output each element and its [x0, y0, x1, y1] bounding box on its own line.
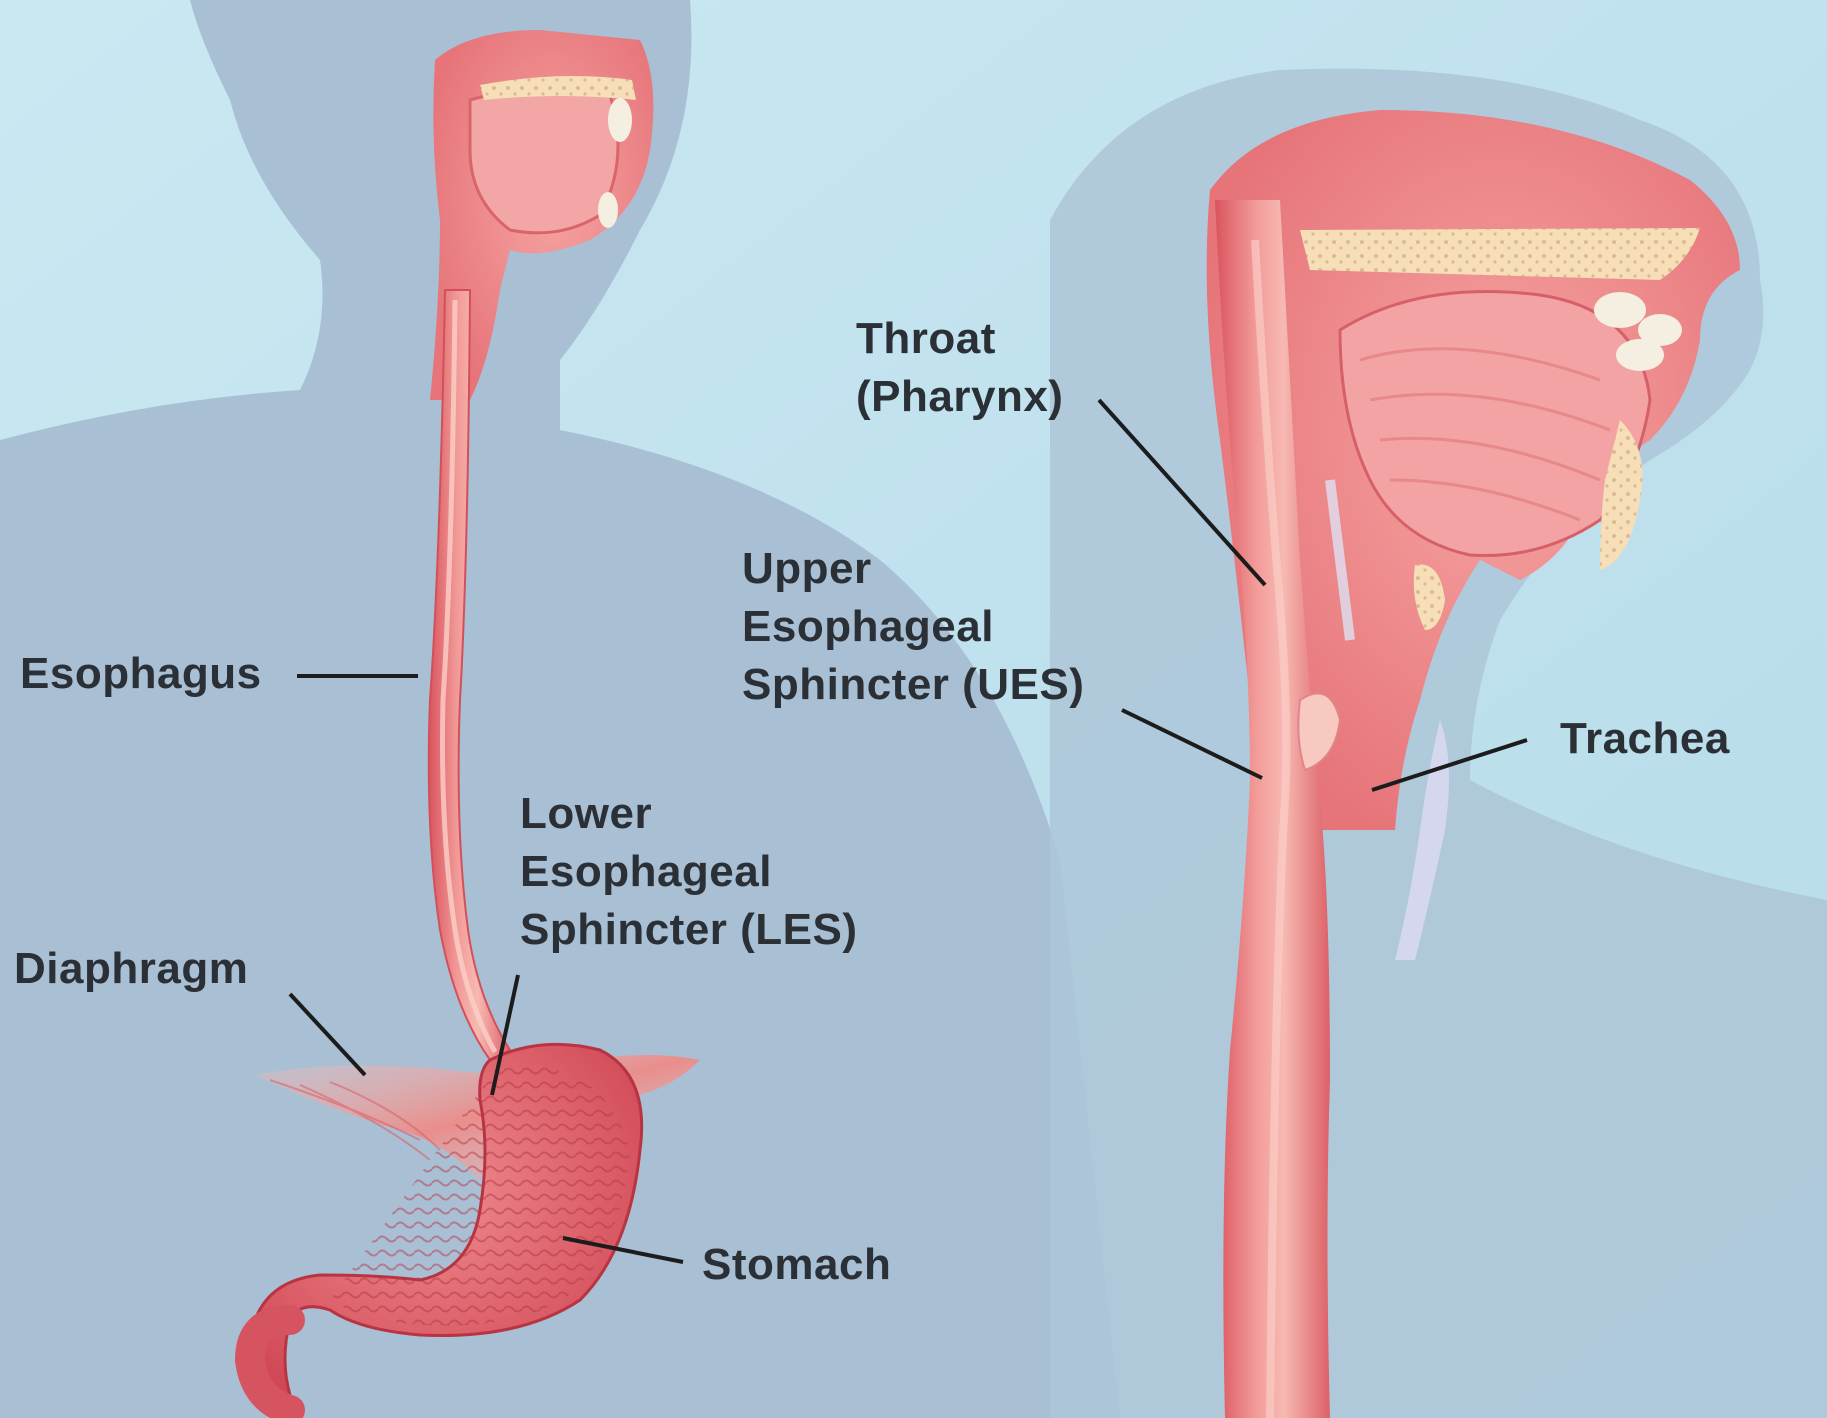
throat-label: Throat (Pharynx) [856, 310, 1063, 426]
stomach-label: Stomach [702, 1236, 891, 1294]
left-tongue [470, 89, 618, 233]
upper-esophageal-sphincter-label: Upper Esophageal Sphincter (UES) [742, 540, 1084, 714]
lower-esophageal-sphincter-label: Lower Esophageal Sphincter (LES) [520, 785, 858, 959]
diaphragm-label: Diaphragm [14, 940, 248, 998]
esophagus-label: Esophagus [20, 645, 262, 703]
left-teeth [608, 98, 632, 142]
trachea-label: Trachea [1560, 710, 1730, 768]
